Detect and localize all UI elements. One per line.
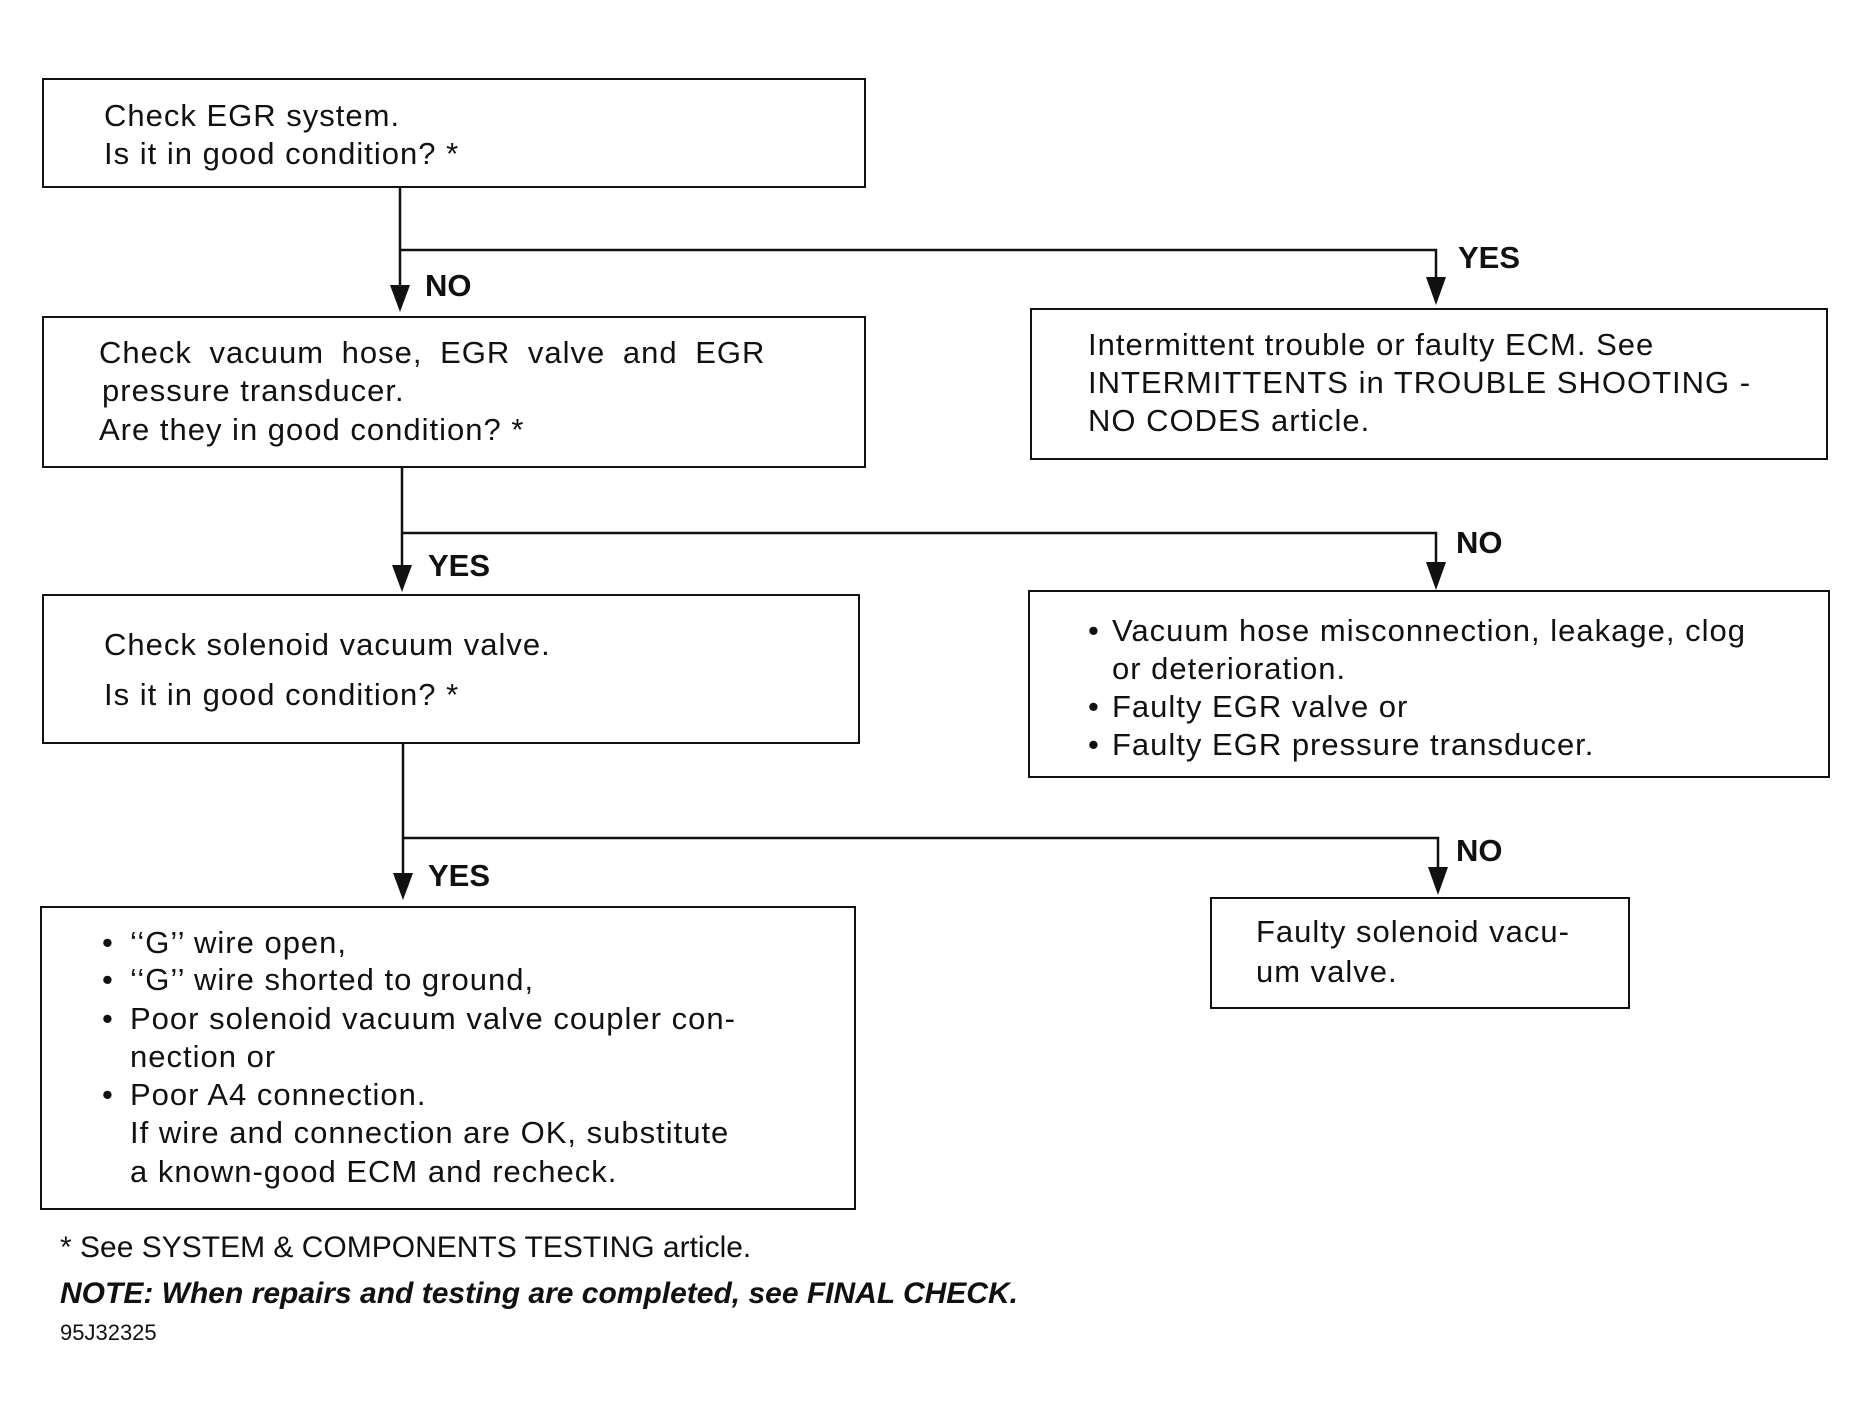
box-text-line: Poor solenoid vacuum valve coupler con- — [130, 1001, 736, 1036]
box-text-line: Faulty EGR pressure transducer. — [1112, 727, 1595, 762]
branch-label-no-2: NO — [1456, 525, 1503, 560]
figure-code: 95J32325 — [60, 1320, 157, 1345]
box-text-line: pressure transducer. — [102, 373, 405, 408]
box-text-line: Are they in good condition? * — [99, 412, 525, 447]
decision-box-egr-system: Check EGR system. Is it in good conditio… — [42, 78, 866, 188]
box-text-line: nection or — [130, 1039, 277, 1074]
bullet-icon: • — [102, 1077, 113, 1112]
box-text-line: Is it in good condition? * — [104, 677, 460, 712]
bullet-icon: • — [1088, 727, 1099, 762]
branch-label-no-3: NO — [1456, 833, 1503, 868]
box-text-line: Check EGR system. — [104, 98, 401, 133]
decision-box-solenoid-valve: Check solenoid vacuum valve. Is it in go… — [42, 594, 860, 744]
box-text-line: ‘‘G’’ wire open, — [130, 925, 348, 960]
box-text-line: a known-good ECM and recheck. — [130, 1154, 618, 1189]
result-box-vacuum-faults: • Vacuum hose misconnection, leakage, cl… — [1028, 590, 1830, 778]
branch-label-yes-1: YES — [1458, 240, 1521, 275]
bullet-icon: • — [102, 925, 113, 960]
branch-label-no-1: NO — [425, 268, 472, 303]
arrow-yes-2 — [392, 565, 412, 592]
arrow-yes-1 — [1426, 277, 1446, 305]
result-box-wire-faults: • ‘‘G’’ wire open, • ‘‘G’’ wire shorted … — [40, 906, 856, 1210]
box-text-line: ‘‘G’’ wire shorted to ground, — [130, 962, 535, 997]
arrow-no-1 — [390, 285, 410, 312]
box-text-line: Faulty solenoid vacu- — [1256, 914, 1570, 949]
branch-label-yes-2: YES — [428, 548, 491, 583]
box-text-line: Poor A4 connection. — [130, 1077, 427, 1112]
box-text-line: Vacuum hose misconnection, leakage, clog — [1112, 613, 1746, 648]
box-text-line: or deterioration. — [1112, 651, 1347, 686]
arrow-yes-3 — [393, 873, 413, 900]
bullet-icon: • — [102, 1001, 113, 1036]
bullet-icon: • — [1088, 613, 1099, 648]
result-box-intermittent-trouble: Intermittent trouble or faulty ECM. See … — [1030, 308, 1828, 460]
final-check-note: NOTE: When repairs and testing are compl… — [60, 1277, 1018, 1310]
box-text-line: Check vacuum hose, EGR valve and EGR — [99, 335, 766, 370]
box-text-line: Is it in good condition? * — [104, 136, 460, 171]
bullet-icon: • — [102, 962, 113, 997]
box-text-line: Faulty EGR valve or — [1112, 689, 1409, 724]
branch-label-yes-3: YES — [428, 858, 491, 893]
box-text-line: Check solenoid vacuum valve. — [104, 627, 551, 662]
box-text-line: If wire and connection are OK, substitut… — [130, 1115, 730, 1150]
arrow-no-3 — [1428, 867, 1448, 895]
box-text-line: NO CODES article. — [1088, 403, 1371, 438]
bullet-icon: • — [1088, 689, 1099, 724]
asterisk-footnote: * See SYSTEM & COMPONENTS TESTING articl… — [60, 1231, 752, 1264]
result-box-faulty-solenoid: Faulty solenoid vacu- um valve. — [1210, 897, 1630, 1009]
box-text-line: INTERMITTENTS in TROUBLE SHOOTING - — [1088, 365, 1752, 400]
decision-box-vacuum-hose: Check vacuum hose, EGR valve and EGR pre… — [42, 316, 866, 468]
box-text-line: Intermittent trouble or faulty ECM. See — [1088, 327, 1655, 362]
arrow-no-2 — [1426, 562, 1446, 590]
box-text-line: um valve. — [1256, 954, 1398, 989]
